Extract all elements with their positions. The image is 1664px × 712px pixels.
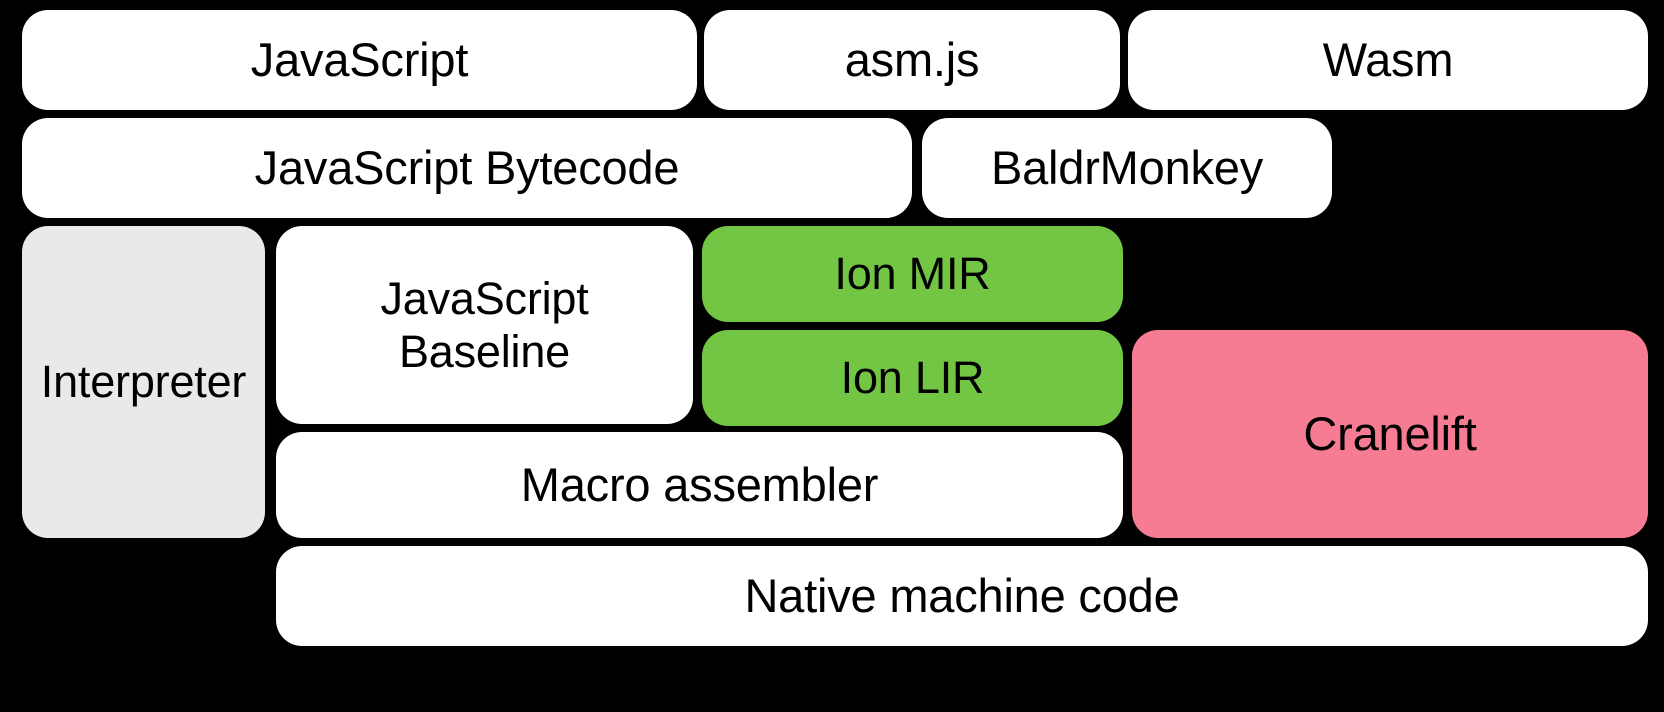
node-cranelift: Cranelift <box>1132 330 1648 538</box>
node-baldrmonkey: BaldrMonkey <box>922 118 1332 218</box>
node-ion-mir: Ion MIR <box>702 226 1123 322</box>
node-asm-js: asm.js <box>704 10 1120 110</box>
node-javascript-baseline: JavaScript Baseline <box>276 226 693 424</box>
node-ion-lir: Ion LIR <box>702 330 1123 426</box>
node-native-machine-code: Native machine code <box>276 546 1648 646</box>
node-macro-assembler: Macro assembler <box>276 432 1123 538</box>
node-interpreter: Interpreter <box>22 226 265 538</box>
node-javascript: JavaScript <box>22 10 697 110</box>
node-javascript-bytecode: JavaScript Bytecode <box>22 118 912 218</box>
node-wasm: Wasm <box>1128 10 1648 110</box>
